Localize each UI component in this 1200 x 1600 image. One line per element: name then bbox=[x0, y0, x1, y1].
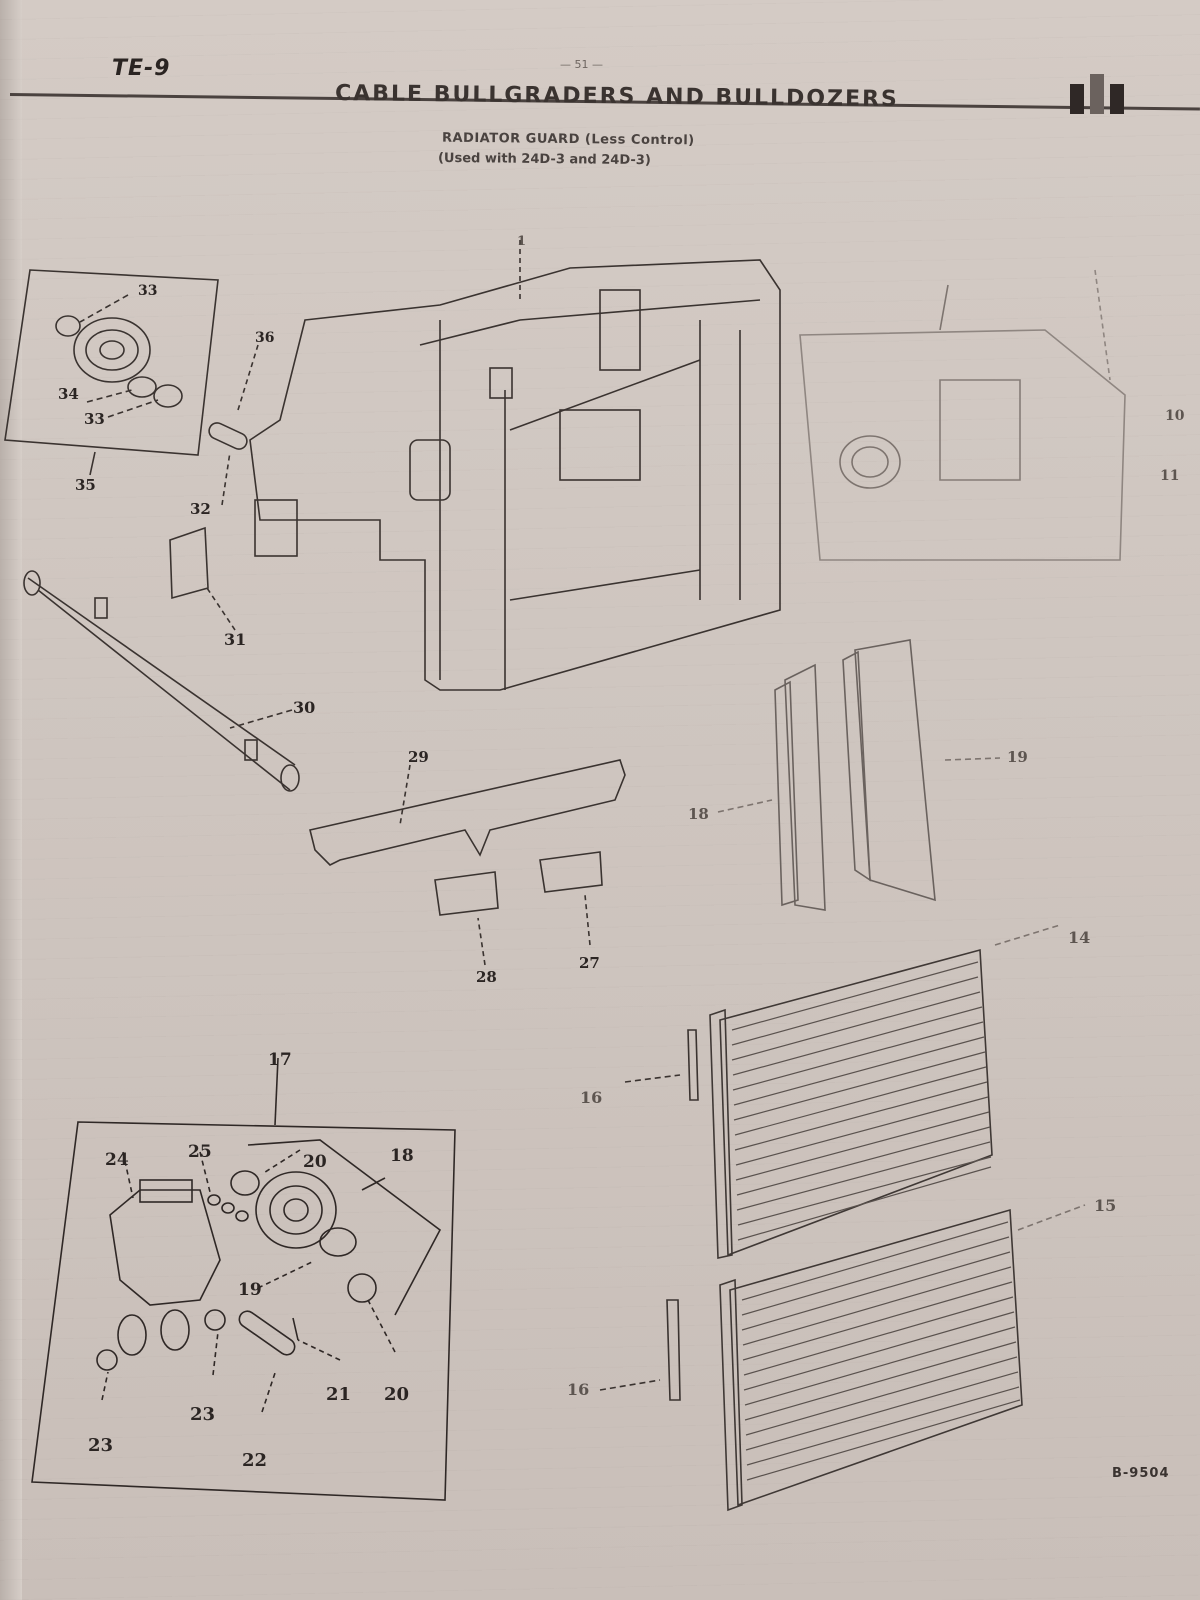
inset-box-35 bbox=[4, 269, 219, 456]
callout-20-top: 20 bbox=[303, 1152, 327, 1172]
callout-18: 18 bbox=[390, 1146, 414, 1166]
inset-box-17 bbox=[31, 1121, 456, 1501]
page-code: TE-9 bbox=[112, 56, 171, 81]
callout-27: 27 bbox=[579, 954, 600, 972]
callout-20-bottom: 20 bbox=[384, 1384, 410, 1405]
callout-16-lower: 16 bbox=[567, 1380, 590, 1399]
callout-23-mid: 23 bbox=[190, 1404, 216, 1425]
callout-18-shield: 18 bbox=[688, 805, 709, 823]
callout-14: 14 bbox=[1068, 928, 1091, 947]
callout-23-left: 23 bbox=[88, 1435, 114, 1456]
callout-right-inset-b: 11 bbox=[1160, 468, 1180, 484]
callout-19-shield: 19 bbox=[1007, 748, 1028, 766]
callout-right-inset-a: 10 bbox=[1165, 408, 1185, 424]
callout-30: 30 bbox=[293, 698, 316, 717]
callout-19: 19 bbox=[238, 1280, 262, 1300]
callout-22: 22 bbox=[242, 1450, 268, 1471]
callout-21: 21 bbox=[326, 1384, 352, 1405]
callout-15: 15 bbox=[1094, 1196, 1117, 1215]
callout-33-bottom: 33 bbox=[84, 410, 105, 428]
callout-34: 34 bbox=[58, 385, 79, 403]
plate-number: B-9504 bbox=[1112, 1466, 1170, 1481]
callout-31: 31 bbox=[224, 630, 247, 649]
callout-16-upper: 16 bbox=[580, 1088, 603, 1107]
callout-35: 35 bbox=[75, 476, 96, 494]
callout-17: 17 bbox=[268, 1050, 292, 1070]
callout-28: 28 bbox=[476, 968, 497, 986]
page-binding-edge bbox=[0, 0, 22, 1600]
callout-1: 1 bbox=[517, 234, 527, 249]
callout-32: 32 bbox=[190, 500, 211, 518]
page-number: — 51 — bbox=[560, 58, 603, 71]
callout-29: 29 bbox=[408, 748, 429, 766]
callout-36: 36 bbox=[255, 330, 275, 346]
callout-24: 24 bbox=[105, 1150, 129, 1170]
callout-33-top: 33 bbox=[138, 283, 158, 299]
callout-25: 25 bbox=[188, 1142, 212, 1162]
ih-logo-icon bbox=[1068, 74, 1126, 116]
